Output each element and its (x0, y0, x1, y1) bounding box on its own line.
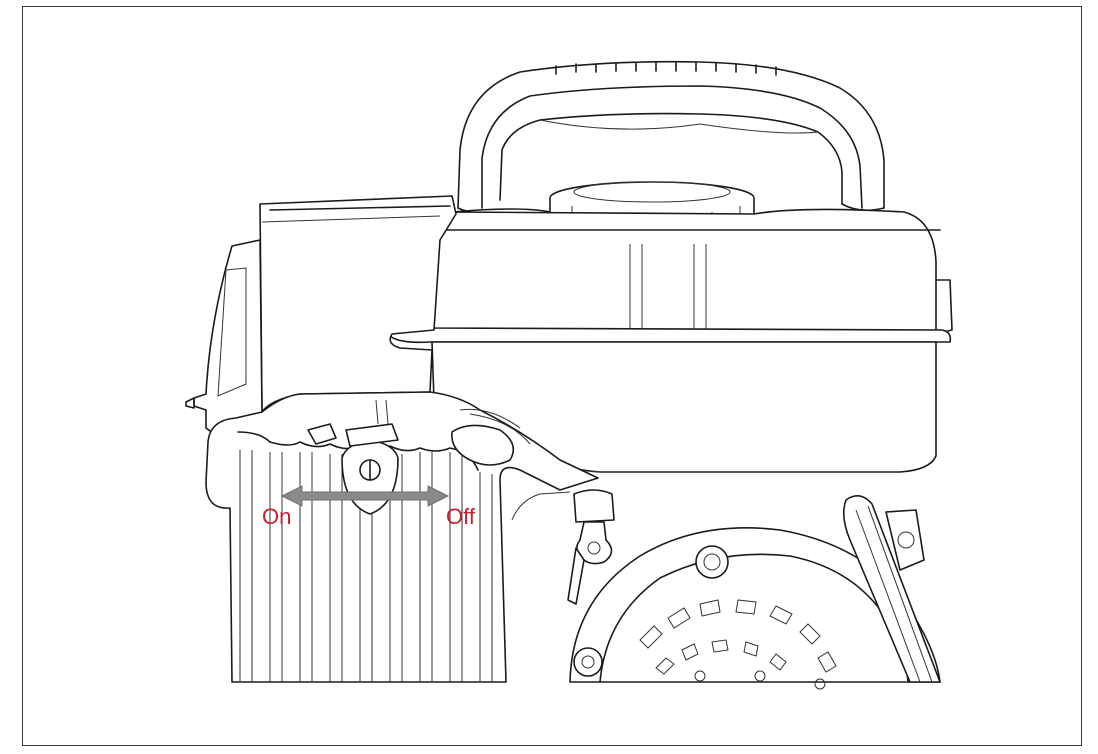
off-label: Off (446, 504, 475, 529)
starter-vent-slots (639, 599, 837, 690)
choke-lever (511, 489, 615, 605)
cylinder-block (205, 391, 599, 683)
on-label: On (262, 504, 292, 529)
recoil-starter (569, 495, 941, 690)
air-cleaner-cover (185, 195, 457, 435)
fuel-tank (387, 208, 953, 473)
cooling-fins (239, 450, 493, 682)
double-headed-arrow-icon (280, 485, 450, 507)
handle-grip-ridges (555, 62, 777, 76)
